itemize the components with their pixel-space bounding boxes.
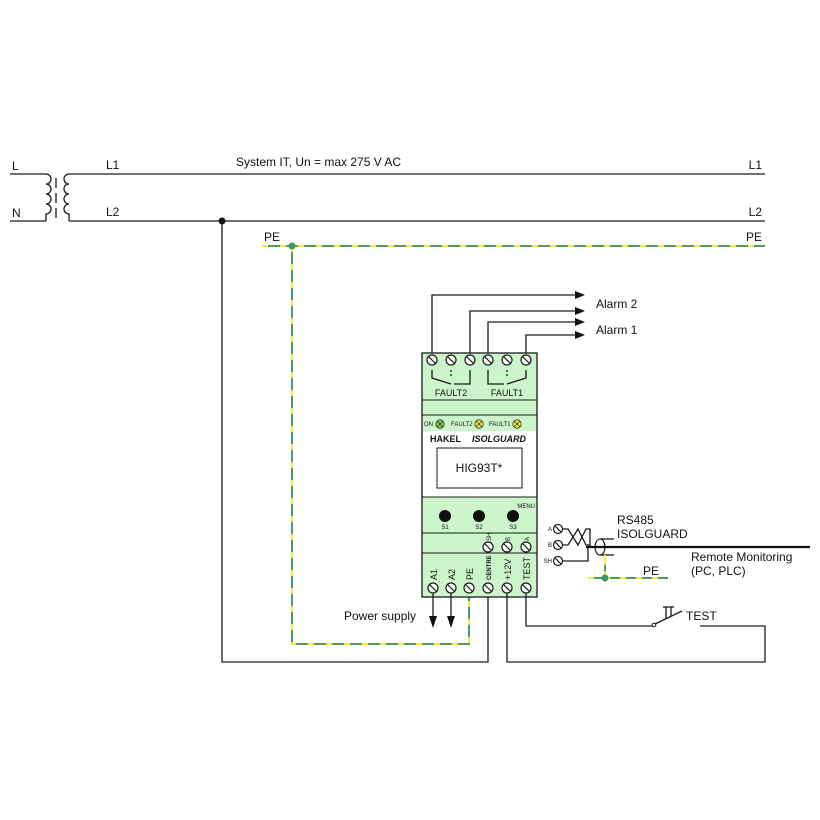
arrow-down-icon bbox=[447, 616, 455, 628]
menu-label: MENU bbox=[517, 504, 535, 510]
test-switch-label: TEST bbox=[686, 609, 717, 623]
label-pe-left: PE bbox=[264, 230, 280, 244]
remote-monitoring-line2: (PC, PLC) bbox=[691, 564, 746, 578]
display-model: HIG93T* bbox=[456, 461, 503, 475]
terminal-label-test: TEST bbox=[522, 556, 532, 580]
product-line-label: ISOLGUARD bbox=[472, 434, 527, 444]
button-s3-label: S3 bbox=[509, 525, 517, 531]
label-fault1-relay: FAULT1 bbox=[491, 388, 523, 398]
arrow-down-icon bbox=[429, 616, 437, 628]
wire-test bbox=[525, 593, 652, 627]
terminal-screw-icon bbox=[501, 354, 513, 366]
junction-dot-pe bbox=[288, 242, 296, 250]
button-s1-label: S1 bbox=[441, 525, 449, 531]
terminal-screw-icon bbox=[482, 541, 494, 553]
terminal-label-centre: CENTRE bbox=[487, 555, 493, 580]
relay-contact-fault1-icon bbox=[487, 370, 527, 385]
terminal-label-a1: A1 bbox=[429, 569, 439, 580]
label-n: N bbox=[12, 206, 21, 220]
alarm-wires bbox=[431, 291, 585, 358]
brand-label: HAKEL bbox=[430, 434, 462, 444]
terminal-label-sh: SH bbox=[487, 533, 493, 541]
arrow-icon bbox=[575, 318, 585, 326]
label-l2-right: L2 bbox=[749, 205, 763, 219]
wire-12v-loop bbox=[506, 593, 766, 663]
arrow-icon bbox=[575, 331, 585, 339]
label-l1: L1 bbox=[106, 158, 120, 172]
terminal-screw-icon bbox=[520, 354, 532, 366]
terminal-screw-icon bbox=[552, 555, 564, 567]
transformer: L N bbox=[10, 159, 70, 222]
terminal-screw-icon bbox=[482, 354, 494, 366]
rs485-pin-b-label: B bbox=[548, 543, 552, 549]
power-supply-label: Power supply bbox=[344, 609, 416, 623]
rs485-title-line2: ISOLGUARD bbox=[617, 527, 688, 541]
junction-dot-shield-pe bbox=[601, 574, 609, 582]
terminal-label-a2: A2 bbox=[447, 569, 457, 580]
pe-bus bbox=[262, 242, 765, 645]
rs485-wiring bbox=[552, 523, 810, 582]
button-s1[interactable] bbox=[439, 510, 451, 522]
terminal-row-top bbox=[426, 354, 532, 366]
label-l: L bbox=[12, 159, 19, 173]
led-label-fault1: FAULT1 bbox=[489, 422, 511, 428]
terminal-screw-icon bbox=[520, 541, 532, 553]
wire-l2-to-centre bbox=[221, 221, 489, 663]
terminal-label-a: A bbox=[525, 537, 531, 541]
terminal-screw-icon bbox=[445, 582, 457, 594]
arrow-icon bbox=[575, 307, 585, 315]
terminal-screw-icon bbox=[482, 582, 494, 594]
test-pushbutton-icon[interactable] bbox=[651, 606, 683, 628]
terminal-screw-icon bbox=[463, 582, 475, 594]
terminal-screw-icon bbox=[501, 582, 513, 594]
terminal-label-12v: +12V bbox=[503, 559, 513, 580]
label-pe-right: PE bbox=[746, 230, 762, 244]
relay-contact-fault2-icon bbox=[431, 370, 471, 385]
terminal-screw-icon bbox=[464, 354, 476, 366]
rs485-pin-sh-label: SH bbox=[544, 559, 552, 565]
led-row: ON FAULT2 FAULT1 bbox=[424, 419, 522, 429]
primary-coil-icon bbox=[45, 173, 52, 221]
secondary-coil-icon bbox=[63, 173, 70, 221]
terminal-screw-icon bbox=[426, 354, 438, 366]
led-label-on: ON bbox=[424, 422, 433, 428]
terminal-screw-icon bbox=[520, 582, 532, 594]
terminal-screw-icon bbox=[552, 523, 564, 535]
terminal-screw-icon bbox=[427, 582, 439, 594]
rs485-pe-label: PE bbox=[643, 564, 659, 578]
terminal-screw-icon bbox=[501, 541, 513, 553]
system-label: System IT, Un = max 275 V AC bbox=[236, 155, 401, 169]
button-s2[interactable] bbox=[473, 510, 485, 522]
terminal-screw-icon bbox=[552, 539, 564, 551]
terminal-row-rs485 bbox=[482, 541, 532, 553]
led-on-icon bbox=[435, 419, 445, 429]
remote-monitoring-line1: Remote Monitoring bbox=[691, 550, 792, 564]
terminal-label-b: B bbox=[506, 537, 512, 541]
button-s3[interactable] bbox=[507, 510, 519, 522]
terminal-row-bottom bbox=[427, 582, 532, 594]
led-fault2-icon bbox=[474, 419, 484, 429]
label-l2: L2 bbox=[106, 205, 120, 219]
rs485-pin-a-label: A bbox=[548, 527, 552, 533]
label-alarm-1: Alarm 1 bbox=[596, 323, 638, 337]
arrow-icon bbox=[575, 291, 585, 299]
terminal-screw-icon bbox=[445, 354, 457, 366]
label-alarm-2: Alarm 2 bbox=[596, 297, 638, 311]
label-l1-right: L1 bbox=[749, 158, 763, 172]
rs485-title-line1: RS485 bbox=[617, 513, 654, 527]
terminal-label-pe: PE bbox=[465, 568, 475, 580]
led-label-fault2: FAULT2 bbox=[451, 422, 473, 428]
label-fault2-relay: FAULT2 bbox=[435, 388, 467, 398]
display-window bbox=[436, 447, 523, 489]
button-s2-label: S2 bbox=[475, 525, 483, 531]
led-fault1-icon bbox=[512, 419, 522, 429]
